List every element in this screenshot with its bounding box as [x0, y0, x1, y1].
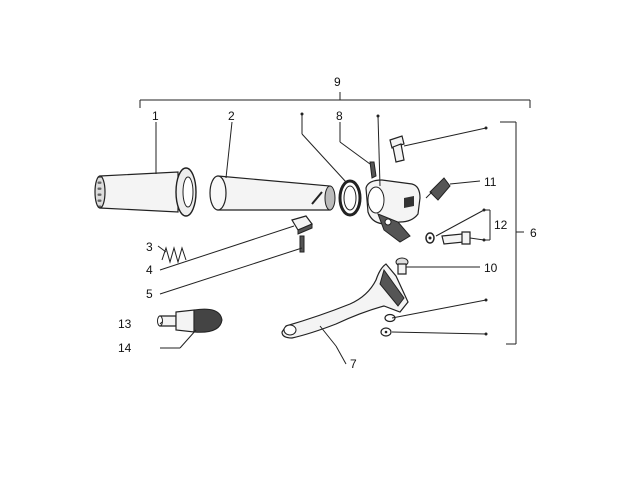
lever-part-7 [281, 263, 409, 339]
label-11: 11 [484, 175, 497, 189]
label-5: 5 [146, 287, 153, 301]
label-12: 12 [494, 218, 508, 232]
throttle-tube-part-2 [209, 175, 336, 211]
label-6: 6 [530, 226, 537, 240]
grip-part-1 [94, 167, 197, 217]
bracket-6 [500, 121, 524, 345]
label-2: 2 [228, 109, 235, 123]
washer-small-upper [384, 313, 396, 323]
bar-end-screw-part-13 [157, 315, 177, 327]
label-7: 7 [350, 357, 357, 371]
block-part-4 [291, 215, 313, 235]
label-9: 9 [334, 75, 341, 89]
throttle-housing [365, 179, 421, 243]
spring-part-3 [161, 246, 187, 264]
label-14: 14 [118, 341, 132, 355]
label-13: 13 [118, 317, 132, 331]
label-3: 3 [146, 240, 153, 254]
screw-part-8 [369, 161, 377, 179]
washer-small-lower [380, 327, 392, 337]
ring-washer [338, 179, 362, 217]
bolt-part-12 [441, 231, 471, 245]
label-4: 4 [146, 263, 153, 277]
label-8: 8 [336, 109, 343, 123]
leader-lines [155, 112, 488, 365]
bolt-top [389, 135, 405, 163]
pin-part-5 [299, 235, 305, 253]
bolt-part-10 [395, 257, 409, 275]
adjuster-part-11 [425, 177, 451, 201]
label-1: 1 [152, 109, 159, 123]
label-10: 10 [484, 261, 498, 275]
bracket-12 [484, 209, 491, 241]
bracket-9 [139, 92, 531, 108]
washer-part-12 [425, 232, 435, 244]
bar-end-weight-part-14 [175, 308, 223, 333]
